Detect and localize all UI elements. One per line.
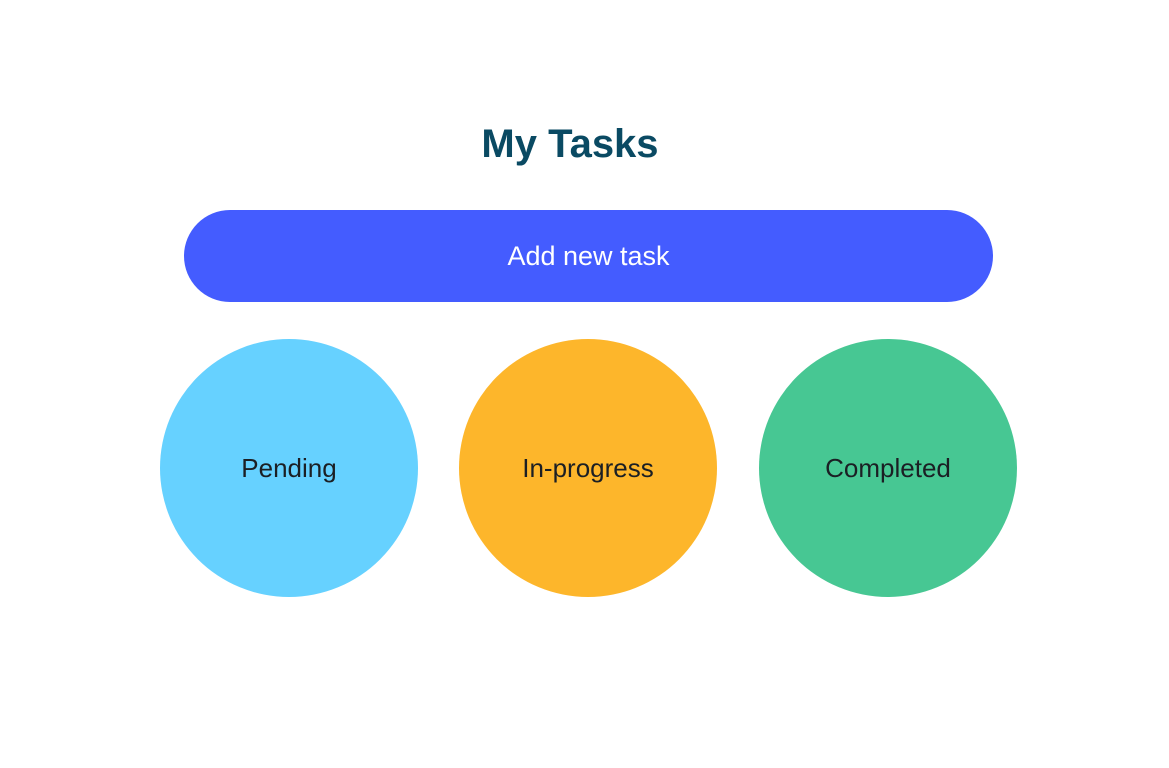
page-title: My Tasks	[481, 122, 659, 166]
status-in-progress-label: In-progress	[522, 452, 654, 483]
status-pending-label: Pending	[241, 452, 337, 483]
status-pending-button[interactable]: Pending	[160, 339, 418, 597]
status-completed-button[interactable]: Completed	[759, 339, 1017, 597]
add-new-task-label: Add new task	[507, 240, 670, 271]
add-new-task-button[interactable]: Add new task	[184, 210, 993, 302]
status-in-progress-button[interactable]: In-progress	[459, 339, 717, 597]
status-completed-label: Completed	[825, 452, 951, 483]
